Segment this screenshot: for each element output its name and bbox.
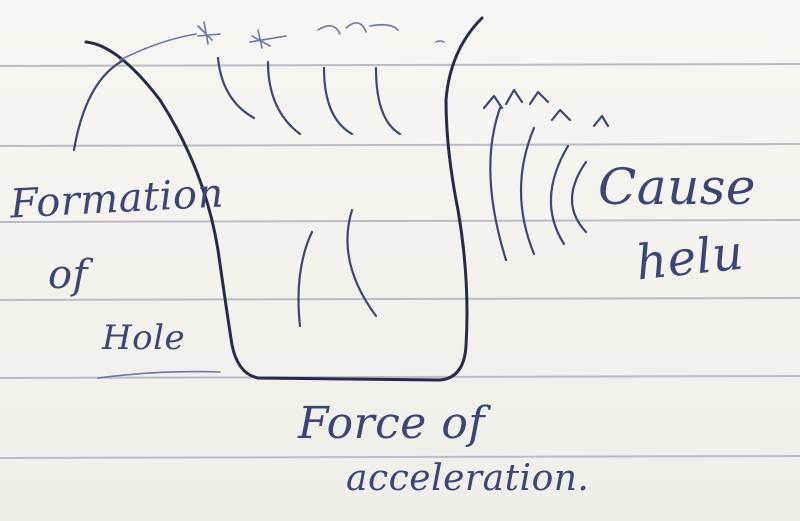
- label-acceleration: acceleration.: [346, 458, 590, 499]
- label-force-of: Force of: [298, 398, 486, 449]
- hole-outline: [84, 16, 484, 382]
- rule-line: [0, 375, 800, 379]
- ruled-lines: [0, 63, 800, 459]
- top-scribble: [119, 21, 445, 61]
- rule-line: [0, 143, 800, 147]
- caret-marks: [482, 88, 610, 128]
- rule-line: [0, 219, 800, 223]
- label-pointer-line: [72, 58, 126, 152]
- rule-line: [0, 297, 800, 301]
- label-of: of: [48, 252, 88, 298]
- label-helu: helu: [633, 224, 747, 292]
- rule-line: [0, 63, 800, 67]
- label-cause: Cause: [598, 158, 757, 216]
- top-curved-strokes: [216, 56, 402, 136]
- hole-underline: [97, 370, 221, 379]
- right-arc-strokes: [489, 106, 588, 262]
- label-hole: Hole: [102, 318, 186, 358]
- rule-line: [0, 455, 800, 459]
- inner-lower-strokes: [297, 208, 378, 328]
